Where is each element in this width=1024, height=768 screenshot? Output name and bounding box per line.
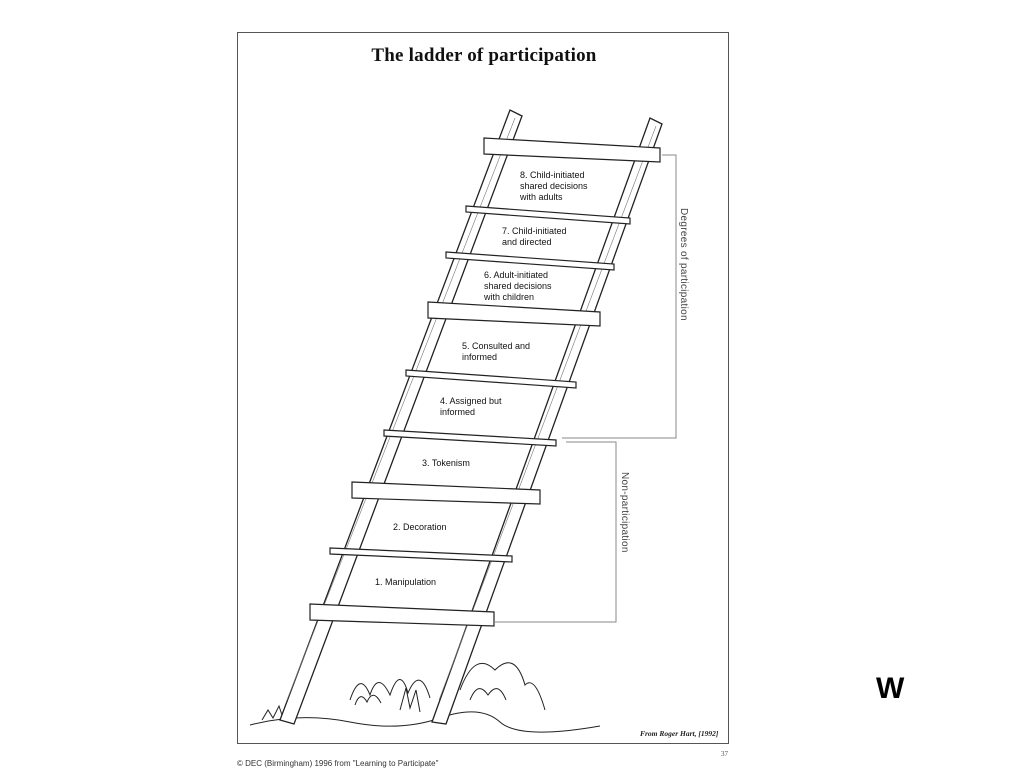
credit-text: From Roger Hart, [1992] — [640, 729, 719, 738]
diagram-title: The ladder of participation — [371, 45, 597, 66]
degrees-of-participation-label: Degrees of participation — [678, 208, 689, 321]
rung-2-pole — [329, 547, 513, 563]
rung-7-pole — [445, 251, 615, 271]
non-participation-label: Non-participation — [619, 472, 630, 553]
rung-6-board — [427, 301, 601, 327]
rung-4-pole — [383, 429, 557, 447]
lower-bracket — [494, 441, 617, 623]
page-number: 37 — [721, 750, 728, 758]
rung-label-3: 3. Tokenism — [422, 458, 470, 468]
rung-label-2: 2. Decoration — [393, 522, 447, 532]
rung-top-board — [483, 137, 661, 163]
upper-bracket — [562, 154, 677, 439]
rung-8-pole — [465, 205, 631, 225]
rung-label-7: 7. Child-initiated and directed — [502, 226, 567, 247]
rung-1-board — [309, 603, 495, 627]
footer-copyright: © DEC (Birmingham) 1996 from "Learning t… — [237, 759, 439, 768]
rung-label-6: 6. Adult-initiated shared decisions with… — [484, 270, 552, 302]
ladder-rungs — [309, 137, 661, 627]
bracket-lines — [494, 154, 677, 623]
rung-label-1: 1. Manipulation — [375, 577, 437, 587]
corner-mark: W — [876, 672, 905, 705]
rung-5-pole — [405, 369, 577, 389]
rung-label-8: 8. Child-initiated shared decisions with… — [520, 170, 588, 202]
rung-label-5: 5. Consulted and informed — [462, 341, 531, 362]
rung-label-4: 4. Assigned but informed — [440, 396, 502, 417]
rung-3-board — [351, 481, 541, 505]
